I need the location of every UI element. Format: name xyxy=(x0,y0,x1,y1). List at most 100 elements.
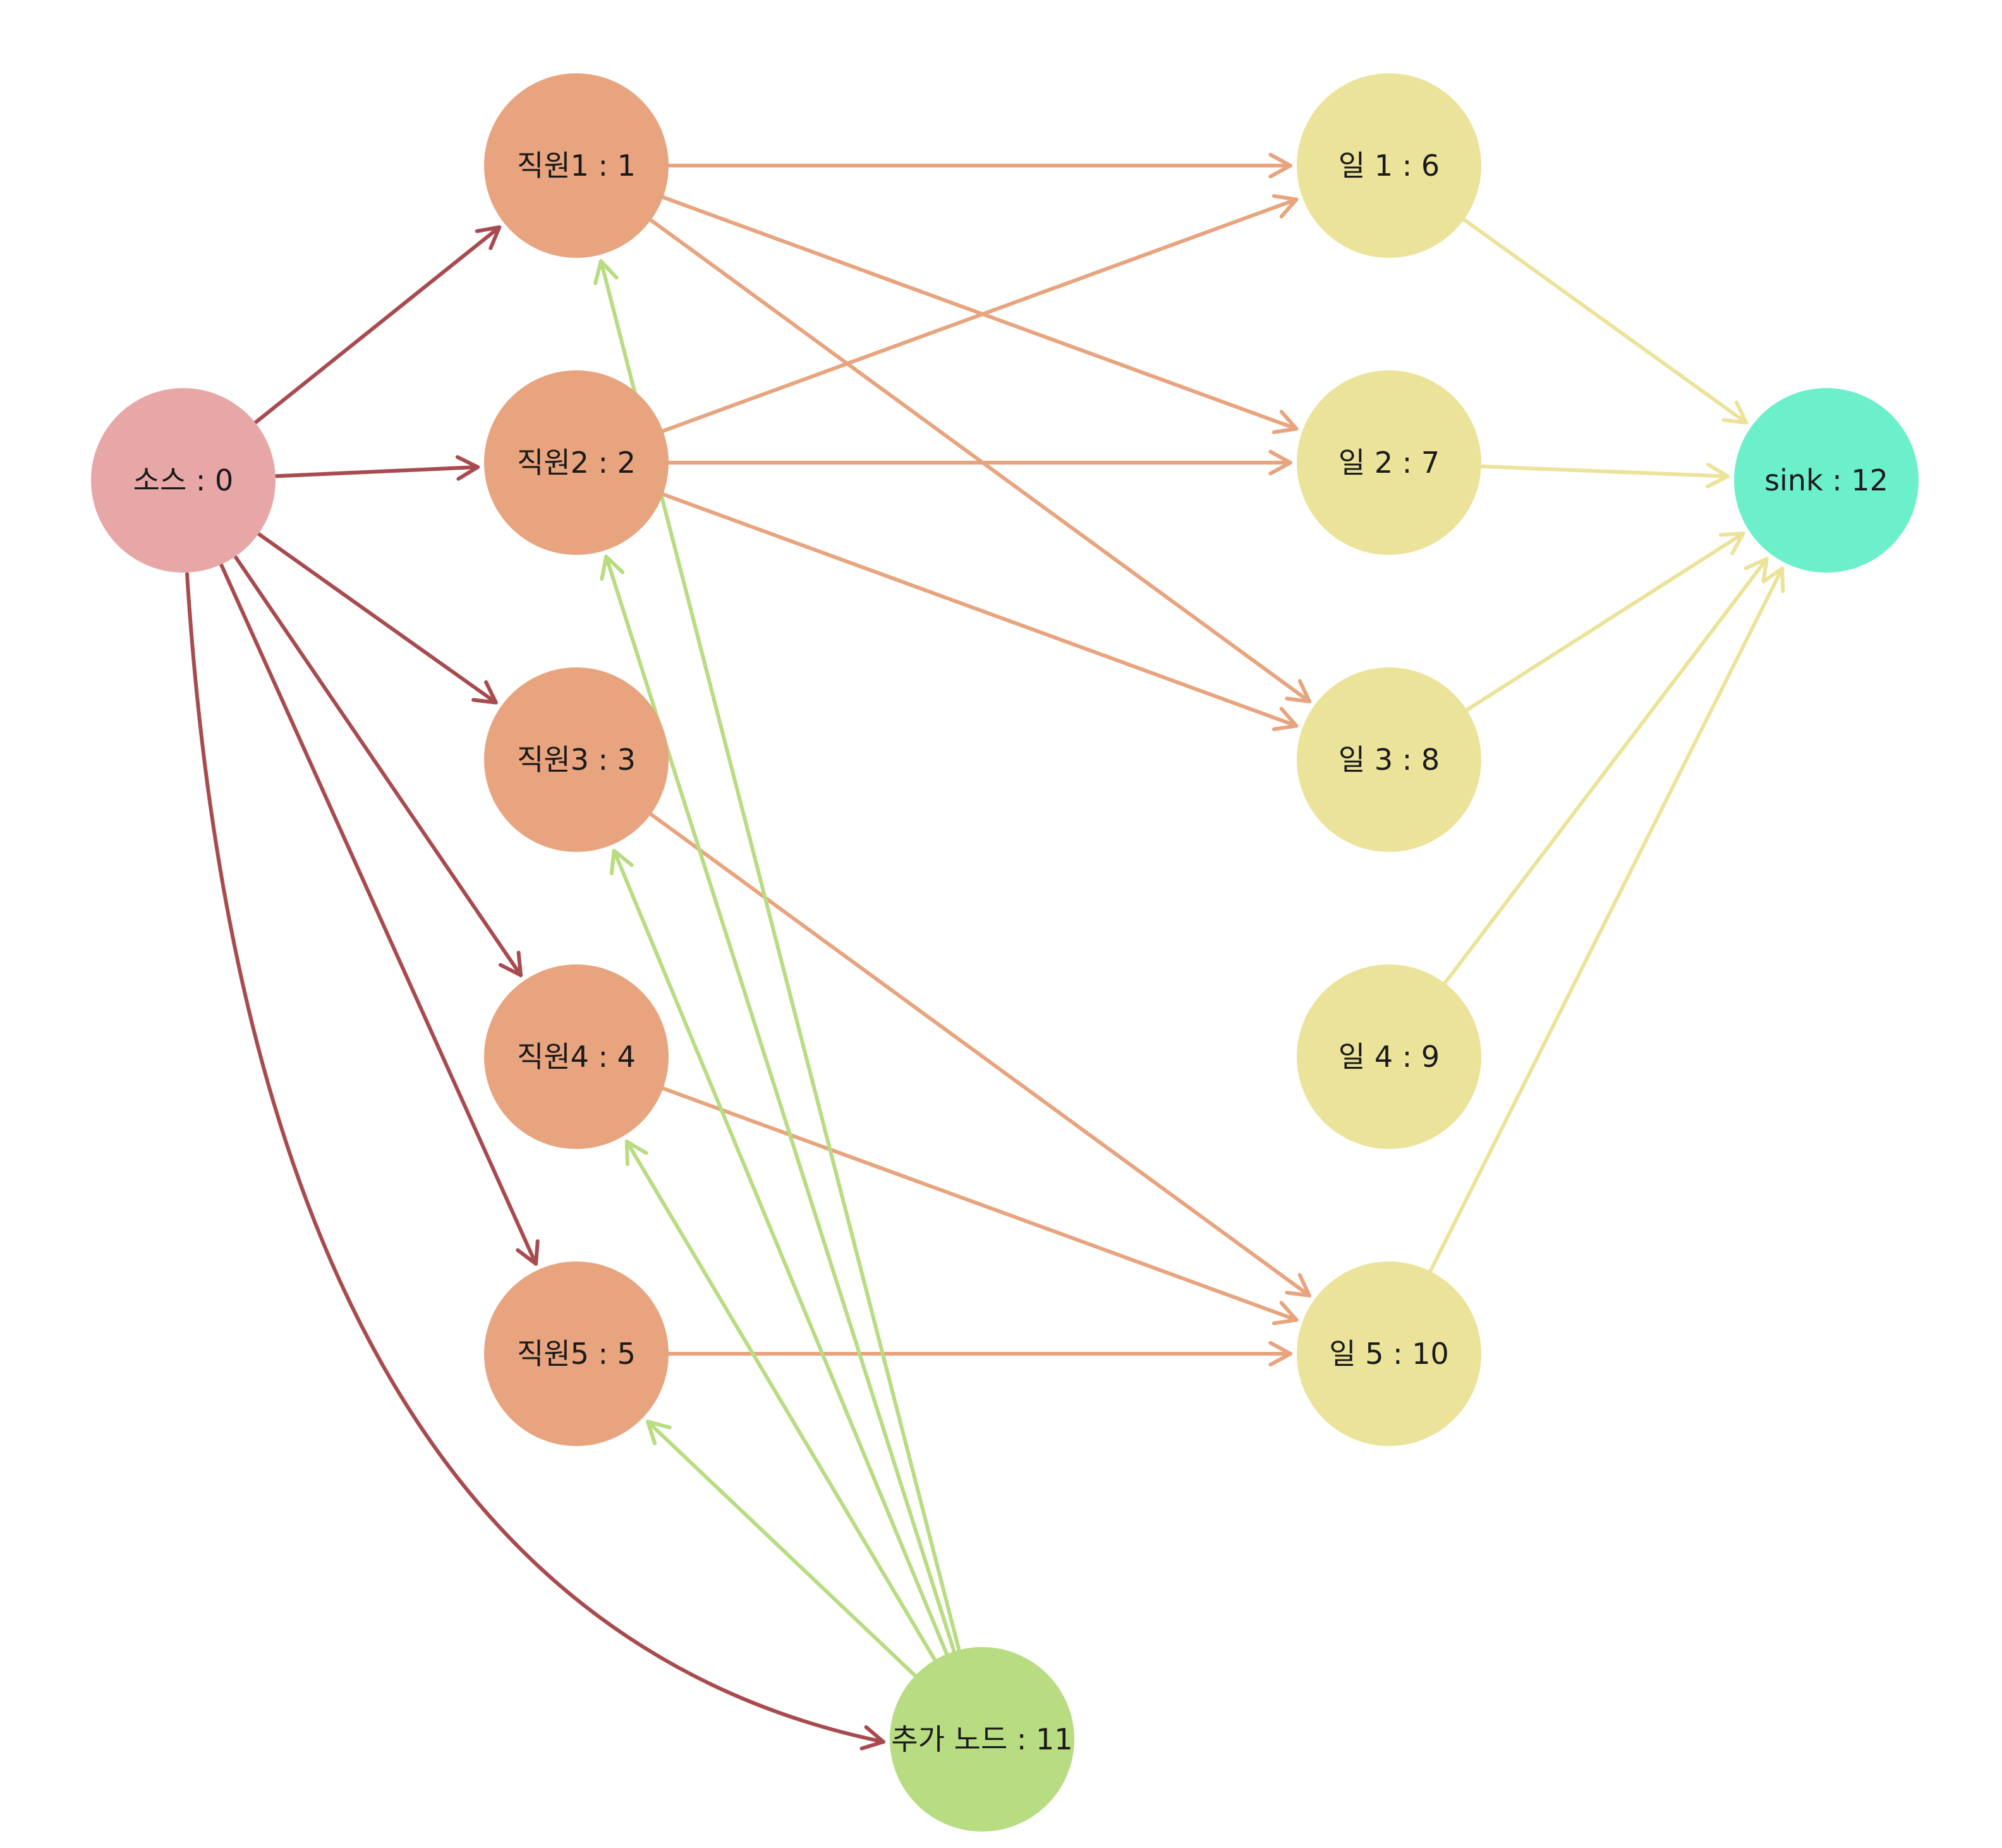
edge-n8-to-n12 xyxy=(1465,531,1745,712)
node-label: 직원4 : 4 xyxy=(517,1040,636,1074)
arrowhead-icon xyxy=(1721,400,1749,425)
arrowhead-icon xyxy=(859,1725,885,1751)
sink-node-circle xyxy=(1734,388,1919,573)
job-node-circle xyxy=(1297,667,1481,852)
edge-line xyxy=(1443,557,1769,985)
worker-node-circle xyxy=(484,73,669,258)
edge-line xyxy=(219,562,538,1266)
node-n0: 소스 : 0 xyxy=(91,388,276,573)
edge-n2-to-n6 xyxy=(661,194,1299,433)
edge-n11-to-n5 xyxy=(646,1419,918,1678)
worker-node-circle xyxy=(484,1261,669,1446)
node-n12: sink : 12 xyxy=(1734,388,1919,573)
arrowhead-icon xyxy=(646,1419,672,1445)
node-n2: 직원2 : 2 xyxy=(484,370,669,555)
edge-line xyxy=(624,1140,937,1662)
arrowhead-icon xyxy=(1271,194,1299,219)
node-n4: 직원4 : 4 xyxy=(484,964,669,1149)
arrowhead-icon xyxy=(1285,679,1312,703)
edge-line xyxy=(1462,217,1749,425)
node-n5: 직원5 : 5 xyxy=(484,1261,669,1446)
arrowhead-icon xyxy=(600,554,625,581)
node-label: 일 2 : 7 xyxy=(1338,446,1440,480)
edge-n3-to-n10 xyxy=(648,812,1312,1298)
arrowhead-icon xyxy=(1705,463,1730,489)
edge-line xyxy=(273,465,480,478)
node-label: 추가 노드 : 11 xyxy=(891,1722,1072,1756)
arrowhead-icon xyxy=(1761,566,1785,593)
node-label: 직원1 : 1 xyxy=(517,149,636,183)
arrowhead-icon xyxy=(455,455,480,481)
edge-line xyxy=(646,1419,918,1678)
node-label: 일 1 : 6 xyxy=(1338,149,1440,183)
job-node-circle xyxy=(1297,73,1481,258)
edge-n10-to-n12 xyxy=(1428,566,1785,1274)
edge-n0-to-n2 xyxy=(273,455,480,481)
worker-node-circle xyxy=(484,667,669,852)
edge-line xyxy=(661,1086,1299,1322)
arrowhead-icon xyxy=(471,680,498,705)
node-n3: 직원3 : 3 xyxy=(484,667,669,852)
node-label: 소스 : 0 xyxy=(133,463,234,497)
node-n8: 일 3 : 8 xyxy=(1297,667,1481,852)
edge-line xyxy=(648,812,1312,1298)
edge-n4-to-n10 xyxy=(661,1086,1299,1325)
edge-line xyxy=(1479,464,1730,478)
edge-line xyxy=(1465,531,1745,712)
edge-n0-to-n1 xyxy=(253,225,502,425)
node-label: 일 4 : 9 xyxy=(1338,1040,1440,1074)
node-n6: 일 1 : 6 xyxy=(1297,73,1481,258)
edge-n0-to-n3 xyxy=(257,532,498,705)
node-n7: 일 2 : 7 xyxy=(1297,370,1481,555)
edge-n6-to-n12 xyxy=(1462,217,1749,425)
edge-n1-to-n6 xyxy=(667,152,1292,179)
worker-node-circle xyxy=(484,964,669,1149)
node-n10: 일 5 : 10 xyxy=(1297,1261,1481,1446)
arrowhead-icon xyxy=(1268,152,1292,179)
source-node-circle xyxy=(91,388,276,573)
job-node-circle xyxy=(1297,370,1481,555)
node-label: 직원3 : 3 xyxy=(517,743,636,777)
edge-n11-to-n3 xyxy=(609,849,949,1657)
arrowhead-icon xyxy=(1744,557,1769,583)
edge-line xyxy=(661,492,1299,728)
arrowhead-icon xyxy=(1271,707,1299,731)
node-n1: 직원1 : 1 xyxy=(484,73,669,258)
edge-n2-to-n7 xyxy=(667,449,1292,476)
job-node-circle xyxy=(1297,964,1481,1149)
edge-line xyxy=(257,532,498,705)
worker-node-circle xyxy=(484,370,669,555)
edge-n5-to-n10 xyxy=(667,1340,1292,1367)
edge-line xyxy=(661,195,1299,431)
edge-n11-to-n4 xyxy=(624,1140,937,1662)
arrowhead-icon xyxy=(499,951,523,978)
arrowhead-icon xyxy=(1268,1340,1292,1367)
edge-line xyxy=(661,197,1299,433)
node-n11: 추가 노드 : 11 xyxy=(890,1647,1074,1832)
edge-line xyxy=(612,849,949,1657)
edge-n0-to-n11 xyxy=(185,572,885,1751)
arrowhead-icon xyxy=(516,1239,540,1266)
arrowhead-icon xyxy=(1718,531,1745,556)
node-label: 직원5 : 5 xyxy=(517,1337,636,1371)
edge-n0-to-n5 xyxy=(219,562,540,1266)
job-node-circle xyxy=(1297,1261,1481,1446)
edge-line xyxy=(233,554,523,978)
edge-line xyxy=(253,225,502,425)
arrowhead-icon xyxy=(593,259,619,285)
arrowhead-icon xyxy=(624,1140,648,1167)
edge-line xyxy=(185,572,885,1744)
arrowhead-icon xyxy=(609,849,634,875)
edge-n2-to-n8 xyxy=(661,492,1299,731)
node-label: sink : 12 xyxy=(1764,463,1888,497)
arrowhead-icon xyxy=(1271,1301,1299,1325)
extra-node-circle xyxy=(890,1647,1074,1832)
edge-line xyxy=(1428,566,1785,1274)
node-label: 일 3 : 8 xyxy=(1338,743,1440,777)
arrowhead-icon xyxy=(475,225,502,250)
arrowhead-icon xyxy=(1271,410,1299,434)
node-label: 일 5 : 10 xyxy=(1329,1337,1448,1371)
edge-n7-to-n12 xyxy=(1479,463,1730,489)
node-n9: 일 4 : 9 xyxy=(1297,964,1481,1149)
